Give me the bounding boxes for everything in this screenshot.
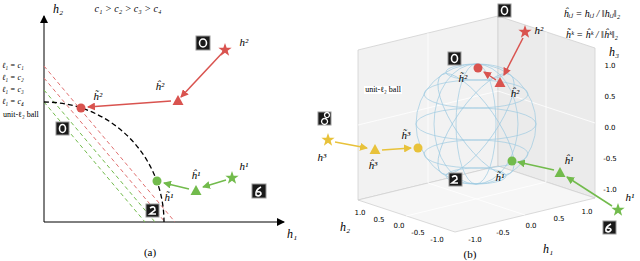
tick-label: -1.0 — [603, 187, 617, 194]
tick-label: 0.5 — [604, 94, 615, 101]
tick-label: 1.0 — [354, 210, 365, 217]
axes — [44, 16, 284, 222]
level-label: ℓ₁ = c₂ — [2, 74, 24, 82]
vector-label: ĥ³ — [369, 160, 378, 171]
axis-label: h₂ — [340, 221, 350, 233]
level-lines — [44, 66, 175, 222]
tick-label: -0.5 — [496, 230, 510, 237]
tick-label: 1.0 — [604, 63, 615, 70]
axis-label: h₃ — [609, 46, 619, 58]
panel-label: (a) — [144, 247, 156, 258]
ball-label: unit-ℓ₂ ball — [2, 111, 40, 119]
vector-label: h̃¹ — [496, 172, 505, 183]
formula: h̃ᵏ = ĥᵏ / ‖ĥᵏ‖₂ — [566, 30, 618, 40]
vector-label: h¹ — [240, 161, 249, 172]
axis-label: h₁ — [543, 243, 553, 255]
vector-label: ĥ² — [156, 81, 165, 92]
unit-ball-arc — [44, 102, 164, 222]
vector-label: ĥ² — [511, 88, 520, 99]
vector-label: h̃¹ — [165, 192, 174, 203]
ordering-note: c₁ > c₂ > c₃ > c₄ — [95, 4, 162, 14]
level-label: ℓ₁ = c₃ — [2, 86, 24, 94]
panel-label: (b) — [464, 249, 477, 260]
tick-label: 1.0 — [581, 209, 592, 216]
vector-label: ĥ¹ — [565, 155, 574, 166]
vector-label: h³ — [318, 152, 327, 163]
markers — [77, 43, 239, 195]
axis-label: h₁ — [287, 228, 297, 240]
tick-label: 0.0 — [604, 125, 615, 132]
vector-label: h¹ — [626, 192, 635, 203]
formula: ĥᵢⱼ = hᵢⱼ / ‖hᵢⱼ‖₂ — [564, 9, 620, 19]
3d-box — [358, 16, 595, 232]
level-label: ℓ₁ = c₄ — [2, 98, 24, 106]
ball-label: unit-ℓ₂ ball — [364, 86, 402, 94]
digit-thumbnails — [56, 36, 266, 217]
tick-label: 0.0 — [525, 223, 536, 230]
tick-label: -1.0 — [430, 237, 444, 244]
vector-arrows — [335, 38, 612, 206]
vector-label: h̃² — [459, 73, 468, 84]
vector-label: h̃³ — [402, 130, 411, 141]
tick-label: -1.0 — [468, 237, 482, 244]
vector-label: h² — [535, 25, 544, 36]
tick-label: 0.5 — [373, 217, 384, 224]
tick-label: -0.5 — [411, 230, 425, 237]
vector-label: ĥ¹ — [192, 170, 201, 181]
sphere-wireframe — [416, 63, 536, 184]
tick-label: 0.0 — [393, 223, 404, 230]
vector-arrows — [88, 50, 226, 189]
axis-label: h₂ — [53, 3, 63, 15]
vector-label: h² — [240, 37, 249, 48]
grid-lines — [358, 32, 595, 216]
level-label: ℓ₁ = c₁ — [2, 62, 24, 70]
markers — [321, 25, 624, 216]
tick-label: 0.5 — [553, 216, 564, 223]
tick-label: -0.5 — [603, 156, 617, 163]
vector-label: h̃² — [94, 91, 103, 102]
